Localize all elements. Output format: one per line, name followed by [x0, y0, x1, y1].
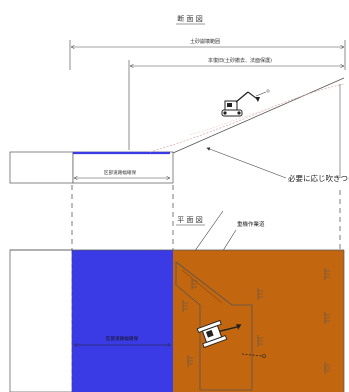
collapsed-soil-outline	[149, 83, 345, 153]
spray-leader	[206, 147, 287, 179]
guide-lines	[71, 185, 341, 250]
plan-left-area	[9, 249, 73, 392]
excavator-plan-icon	[196, 319, 242, 349]
plan-view: 平 面 図 重機作業道 区部道路幅確保	[9, 210, 345, 392]
road-width-label-plan: 区部道路幅確保	[106, 335, 139, 342]
work-road-inner	[181, 269, 223, 304]
plan-title: 平 面 図	[177, 216, 202, 224]
section-view: 断 面 図 土砂崩壊範囲 本復旧(土砂撤去、法面保護) 区部道路幅確保	[9, 14, 349, 184]
section-title: 断 面 図	[177, 14, 202, 23]
spray-label: 必要に応じ吹きつけ	[288, 173, 349, 183]
spray-small-mark	[255, 89, 270, 97]
road-area-plan	[72, 250, 173, 392]
slope-hatch-marks	[182, 268, 330, 374]
work-road-outline	[175, 261, 253, 391]
road-block-section	[9, 151, 74, 184]
road-block-section-right	[72, 151, 174, 184]
excavator-icon	[221, 91, 260, 117]
collapse-extent-label: 土砂崩壊範囲	[190, 38, 220, 45]
restoration-label: 本復旧(土砂撤去、法面保護)	[208, 57, 272, 64]
spray-nozzle-mark	[241, 353, 266, 358]
work-road-label: 重機作業道	[237, 220, 265, 228]
road-width-label-section: 区部道路幅確保	[104, 169, 137, 176]
slope-line	[172, 77, 345, 154]
collapsed-soil-outline-2	[189, 109, 266, 136]
collapse-area-plan	[173, 250, 344, 392]
